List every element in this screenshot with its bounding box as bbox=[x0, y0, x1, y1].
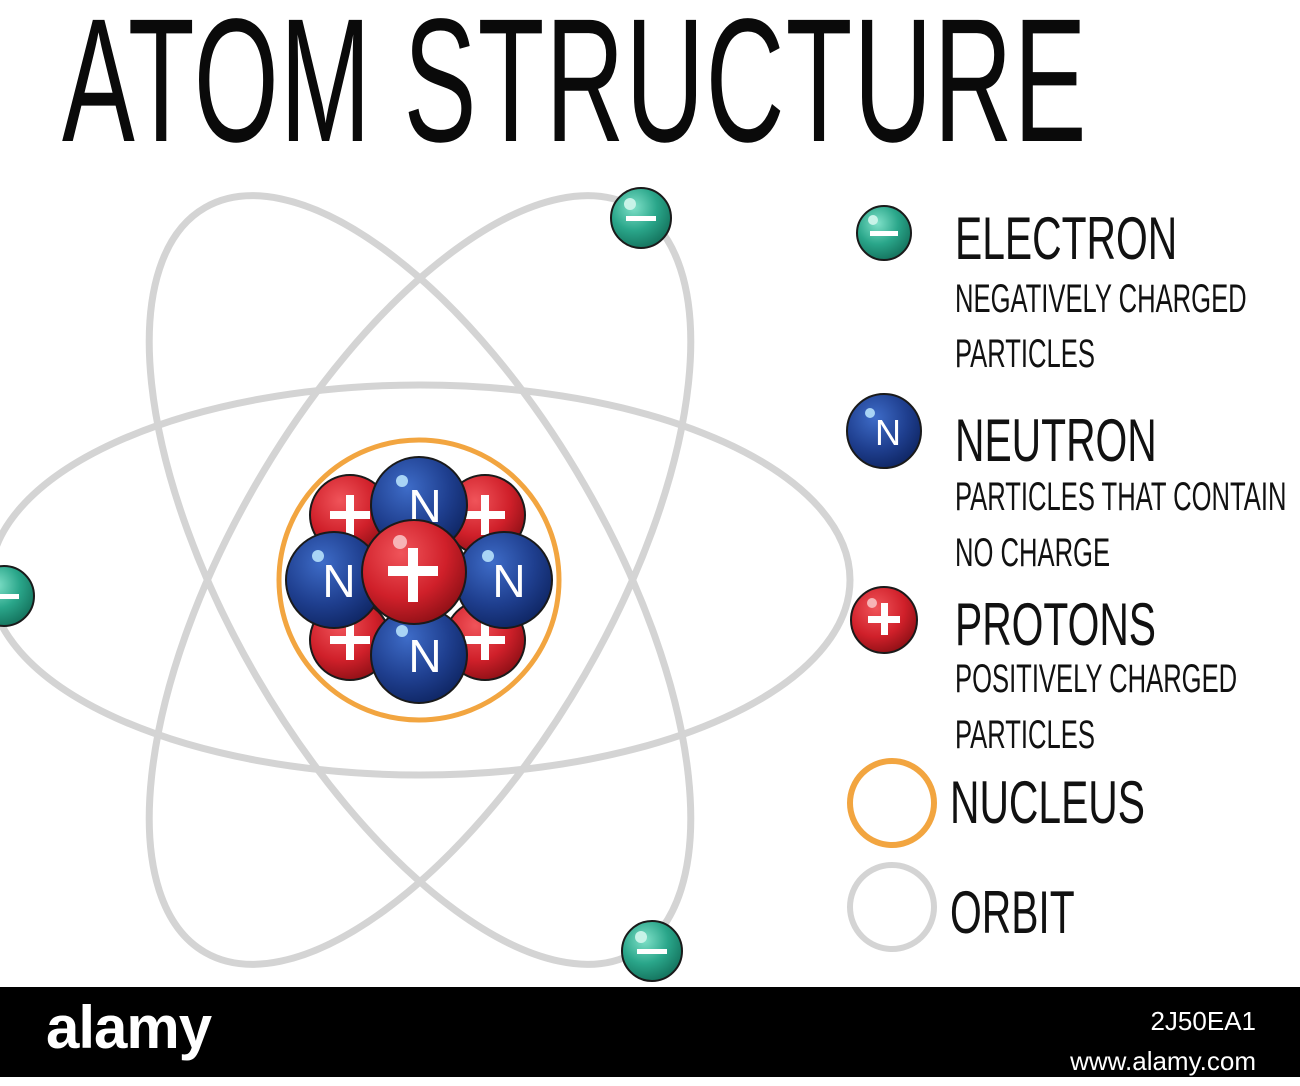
legend-nucleus-name: NUCLEUS bbox=[950, 769, 1145, 836]
legend-electron-desc-2: PARTICLES bbox=[955, 332, 1095, 376]
neutron-right-symbol: N bbox=[492, 555, 525, 607]
orbit-ring-icon bbox=[847, 862, 937, 952]
electron-top bbox=[610, 187, 672, 249]
brand-logo: alamy bbox=[46, 994, 212, 1061]
image-id: 2J50EA1 bbox=[1150, 1006, 1256, 1036]
electron-left bbox=[0, 565, 35, 627]
proton-center bbox=[361, 519, 467, 625]
neutron-bottom-symbol: N bbox=[408, 630, 441, 682]
nucleus: N N N N bbox=[276, 437, 562, 723]
neutron-icon-symbol: N bbox=[875, 412, 901, 453]
neutron-left-symbol: N bbox=[322, 555, 355, 607]
legend-neutron-name: NEUTRON bbox=[955, 407, 1157, 474]
legend-electron-name: ELECTRON bbox=[955, 205, 1178, 272]
site-url: www.alamy.com bbox=[1070, 1046, 1256, 1076]
legend-protons-desc-1: POSITIVELY CHARGED bbox=[955, 657, 1238, 701]
legend-electron-desc-1: NEGATIVELY CHARGED bbox=[955, 277, 1247, 321]
legend-neutron-desc-1: PARTICLES THAT CONTAIN bbox=[955, 475, 1287, 519]
legend-protons-name: PROTONS bbox=[955, 591, 1157, 658]
orbit-horizontal bbox=[0, 381, 854, 779]
proton-icon bbox=[850, 586, 918, 654]
electron-icon bbox=[856, 205, 912, 261]
neutron-right: N bbox=[455, 531, 553, 629]
nucleus-ring-icon bbox=[847, 758, 937, 848]
legend-protons-desc-2: PARTICLES bbox=[955, 713, 1095, 757]
footer-bar bbox=[0, 987, 1300, 1077]
legend-neutron-desc-2: NO CHARGE bbox=[955, 531, 1111, 575]
neutron-bottom: N bbox=[370, 606, 468, 704]
stock-info: 2J50EA1 www.alamy.com bbox=[1070, 1006, 1256, 1086]
legend-orbit-name: ORBIT bbox=[950, 879, 1075, 946]
neutron-left: N bbox=[285, 531, 383, 629]
neutron-icon: N bbox=[846, 393, 922, 469]
electron-bottom bbox=[621, 920, 683, 982]
atom-diagram: N N N N N bbox=[0, 187, 937, 982]
